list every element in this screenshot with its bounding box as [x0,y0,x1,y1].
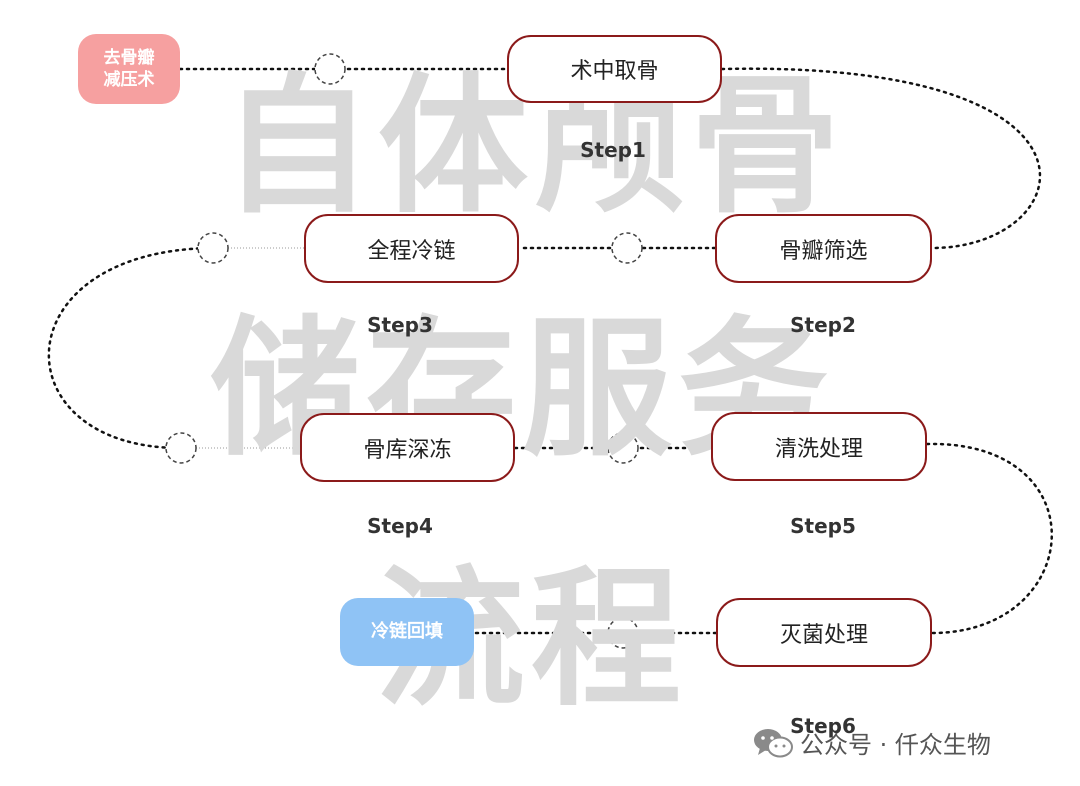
step2-label: Step2 [790,313,856,337]
node-circle-1 [314,53,346,85]
step3-box: 全程冷链 [304,214,519,283]
step5-box: 清洗处理 [711,412,927,481]
step3-label: Step3 [367,313,433,337]
credit-text: 公众号 · 仟众生物 [800,731,991,759]
credit-footer: 公众号 · 仟众生物 [752,725,991,760]
connector-step1-step2 [720,67,1042,250]
connector-step5-step6 [925,442,1053,635]
start-tag: 去骨瓣 减压术 [78,34,180,104]
end-tag: 冷链回填 [340,598,474,666]
step6-box: 灭菌处理 [716,598,932,667]
node-circle-5 [607,432,639,464]
node-circle-4 [165,432,197,464]
start-tag-line2: 减压术 [103,70,155,90]
wechat-icon [754,728,793,757]
step5-label: Step5 [790,514,856,538]
step1-label: Step1 [580,138,646,162]
step4-label: Step4 [367,514,433,538]
start-tag-line1: 去骨瓣 [103,48,155,68]
step2-box: 骨瓣筛选 [715,214,932,283]
connector-step3-step4 [47,246,215,450]
step6-label: Step6 [790,714,856,738]
step1-box: 术中取骨 [507,35,722,103]
node-circle-2 [611,232,643,264]
step4-box: 骨库深冻 [300,413,515,482]
node-circle-3 [197,232,229,264]
node-circle-6 [607,617,639,649]
